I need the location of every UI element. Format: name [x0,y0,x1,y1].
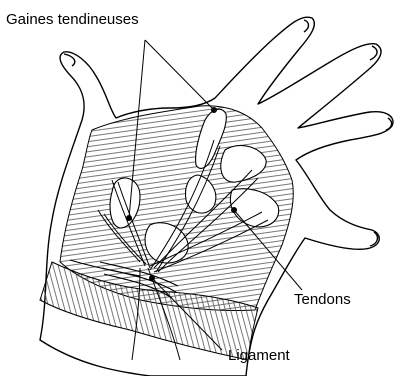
label-ligament: Ligament [228,347,291,364]
label-gaines-tendineuses: Gaines tendineuses [6,11,139,28]
leader-sheath-upper [145,40,214,110]
label-tendons: Tendons [294,291,351,308]
